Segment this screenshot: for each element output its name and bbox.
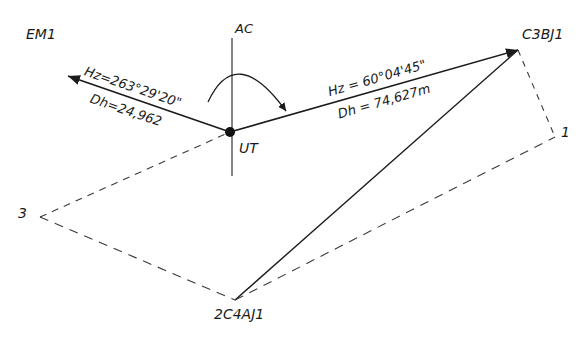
- point-name: 1: [561, 124, 570, 140]
- dashed-line: [235, 137, 555, 300]
- survey-line: [230, 50, 518, 132]
- station-label: UT: [239, 140, 258, 156]
- dashed-line: [40, 217, 235, 300]
- dashed-line: [40, 132, 230, 217]
- point-name: EM1: [26, 26, 56, 42]
- point-name: C3BJ1: [522, 26, 563, 42]
- point-name: 2C4AJ1: [214, 306, 264, 322]
- angle-arc: [208, 74, 286, 111]
- axis-label: AC: [235, 21, 253, 36]
- point-label: 2C4AJ1: [214, 306, 264, 322]
- point-name: 3: [18, 205, 27, 221]
- point-name: UT: [239, 140, 258, 156]
- north-axis: [231, 38, 232, 176]
- survey-line: [235, 50, 518, 300]
- point-label: EM1: [26, 26, 56, 42]
- dashed-line: [518, 50, 555, 137]
- point-label: 3: [18, 205, 27, 221]
- point-label: 1: [561, 124, 570, 140]
- point-label: C3BJ1: [522, 26, 563, 42]
